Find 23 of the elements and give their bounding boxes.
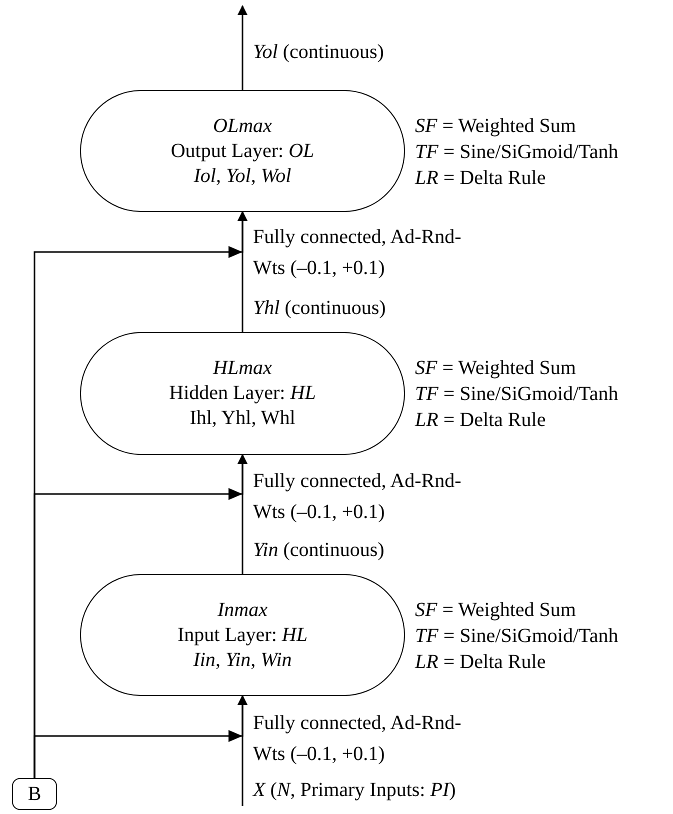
parameter-text: TF = Sine/SiGmoid/Tanh [415, 382, 618, 407]
connection-note: Fully connected, Ad-Rnd-Wts (–0.1, +0.1) [253, 225, 462, 281]
node-text: Iol, Yol, Wol [194, 164, 292, 188]
parameter-text: SF = Weighted Sum [415, 356, 576, 381]
node-text: Input Layer: HL [178, 622, 308, 648]
node-text: Hidden Layer: HL [169, 381, 316, 406]
node-text: Output Layer: OL [170, 138, 314, 164]
connection-note: Fully connected, Ad-Rnd-Wts (–0.1, +0.1) [253, 711, 462, 767]
parameter-text: LR = Delta Rule [415, 650, 546, 675]
node-text: B [28, 782, 42, 806]
parameter-text: TF = Sine/SiGmoid/Tanh [415, 140, 618, 165]
connection-note: Fully connected, Ad-Rnd-Wts (–0.1, +0.1) [253, 469, 462, 525]
parameter-text: LR = Delta Rule [415, 408, 546, 433]
layer-title: HLmax [213, 356, 272, 381]
layer-title: Inmax [218, 598, 268, 622]
node-text: Iin, Yin, Win [193, 648, 292, 672]
parameter-text: LR = Delta Rule [415, 166, 546, 191]
parameter-text: SF = Weighted Sum [415, 598, 576, 623]
parameter-text: TF = Sine/SiGmoid/Tanh [415, 624, 618, 649]
node-text: Ihl, Yhl, Whl [190, 406, 296, 431]
parameter-text: SF = Weighted Sum [415, 114, 576, 139]
connector-box [12, 778, 57, 810]
layer-title: OLmax [213, 114, 272, 138]
